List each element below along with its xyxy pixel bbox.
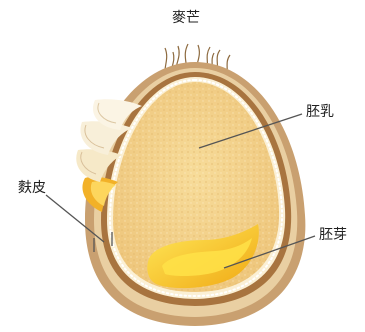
bran-label: 麩皮 xyxy=(18,180,46,196)
germ-label: 胚芽 xyxy=(319,227,347,243)
awn-label: 麥芒 xyxy=(172,10,200,26)
endosperm-label: 胚乳 xyxy=(306,104,334,120)
